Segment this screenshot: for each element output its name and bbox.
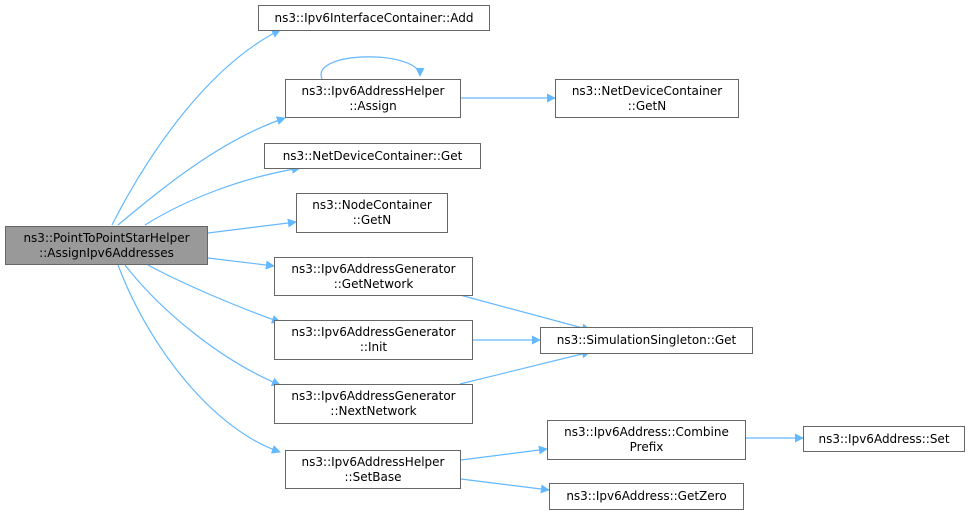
node-label-line1: ns3::Ipv6InterfaceContainer::Add: [274, 10, 474, 25]
node-label-line1: ns3::Ipv6Address::GetZero: [566, 489, 727, 503]
node-ipv6-address-getzero[interactable]: ns3::Ipv6Address::GetZero: [549, 483, 744, 510]
node-label-line2: ::GetNetwork: [333, 276, 414, 291]
edge-helper-assign-self: [320, 56, 425, 80]
node-label-line1: ns3::Ipv6Address::Combine: [564, 425, 729, 439]
node-label-line1: ns3::Ipv6AddressHelper: [301, 83, 445, 98]
node-ipv6-address-helper-assign[interactable]: ns3::Ipv6AddressHelper ::Assign: [285, 79, 461, 118]
node-ipv6-address-generator-getnetwork[interactable]: ns3::Ipv6AddressGenerator ::GetNetwork: [274, 257, 473, 296]
edge-root-to-gen-getnetwork: [207, 257, 275, 270]
node-simulation-singleton-get[interactable]: ns3::SimulationSingleton::Get: [540, 327, 753, 354]
node-label-line1: ns3::Ipv6AddressGenerator: [291, 261, 456, 276]
edge-helper-setbase-to-addr-combine: [460, 445, 548, 461]
edge-root-to-gen-init: [147, 264, 281, 324]
edge-root-to-helper-setbase: [117, 264, 281, 454]
node-label-line1: ns3::Ipv6AddressGenerator: [291, 325, 456, 339]
node-label-line1: ns3::Ipv6AddressHelper: [301, 454, 445, 469]
node-ipv6-address-set[interactable]: ns3::Ipv6Address::Set: [803, 426, 965, 452]
node-label-line2: ::AssignIpv6Addresses: [39, 245, 174, 260]
node-net-device-container-getn[interactable]: ns3::NetDeviceContainer ::GetN: [555, 79, 739, 118]
edge-root-to-ifc-add: [111, 29, 281, 226]
node-label-line2: ::GetN: [352, 213, 392, 227]
node-label-line1: ns3::SimulationSingleton::Get: [556, 333, 737, 347]
node-label-line2: ::Init: [359, 340, 388, 354]
node-point-to-point-star-helper-assign-ipv6-addresses: ns3::PointToPointStarHelper ::AssignIpv6…: [5, 226, 208, 265]
edge-root-to-gen-nextnetwork: [124, 264, 281, 387]
edge-gen-nextnetwork-to-sim-get: [459, 349, 591, 385]
node-ipv6-address-combine-prefix[interactable]: ns3::Ipv6Address::Combine Prefix: [547, 420, 746, 460]
node-label-line2: ::SetBase: [344, 469, 402, 484]
node-label-line1: ns3::Ipv6AddressGenerator: [291, 389, 456, 403]
edge-root-to-helper-assign: [117, 116, 286, 226]
node-label-line2: ::GetN: [627, 98, 667, 113]
edge-gen-getnetwork-to-sim-get: [459, 294, 591, 333]
node-ipv6-address-generator-nextnetwork[interactable]: ns3::Ipv6AddressGenerator ::NextNetwork: [274, 384, 473, 424]
node-label-line2: ::NextNetwork: [330, 404, 417, 418]
node-ipv6-address-helper-setbase[interactable]: ns3::Ipv6AddressHelper ::SetBase: [285, 450, 461, 489]
node-label-line2: Prefix: [629, 440, 664, 454]
node-label-line1: ns3::Ipv6Address::Set: [818, 431, 950, 446]
node-label-line1: ns3::NetDeviceContainer::Get: [282, 148, 463, 163]
node-label-line2: ::Assign: [349, 98, 397, 113]
node-net-device-container-get[interactable]: ns3::NetDeviceContainer::Get: [264, 143, 481, 169]
node-ipv6-interface-container-add[interactable]: ns3::Ipv6InterfaceContainer::Add: [258, 5, 490, 31]
node-label-line1: ns3::NetDeviceContainer: [571, 83, 723, 98]
edge-root-to-ndc-get: [144, 164, 301, 226]
edge-helper-setbase-to-addr-getzero: [460, 478, 550, 494]
node-label-line1: ns3::PointToPointStarHelper: [23, 230, 190, 245]
edge-root-to-nc-getn: [207, 218, 297, 234]
node-label-line1: ns3::NodeContainer: [312, 198, 432, 212]
node-node-container-getn[interactable]: ns3::NodeContainer ::GetN: [296, 193, 448, 233]
node-ipv6-address-generator-init[interactable]: ns3::Ipv6AddressGenerator ::Init: [274, 320, 473, 360]
